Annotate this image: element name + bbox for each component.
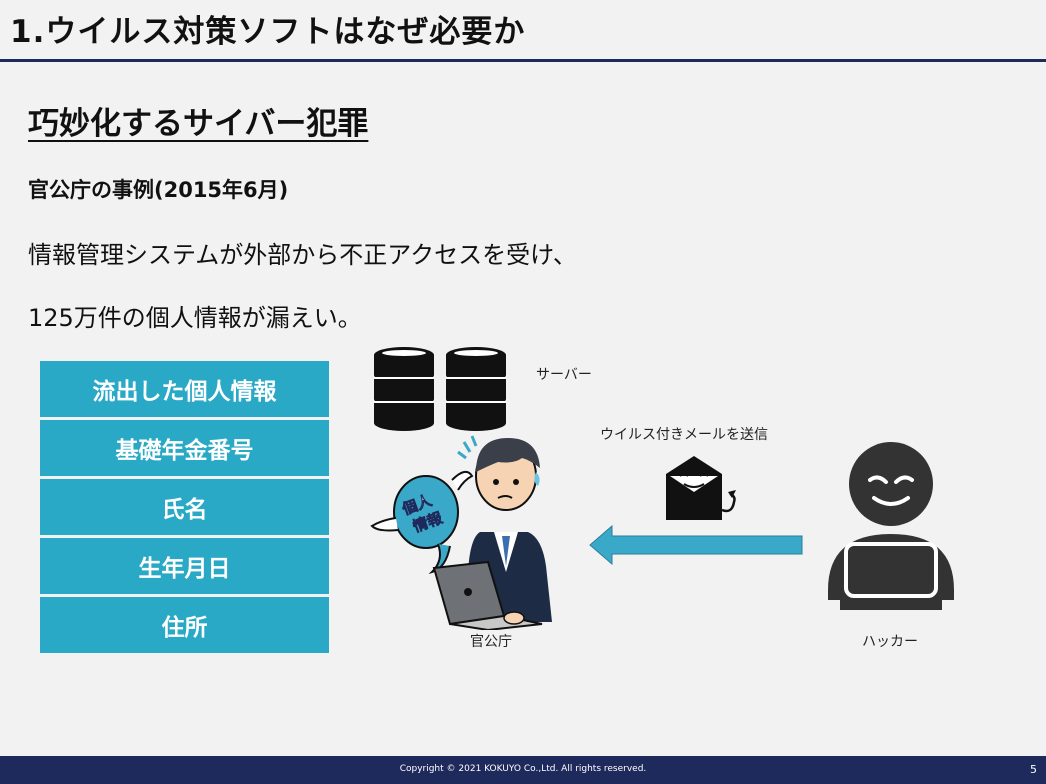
server-label: サーバー [536,367,592,383]
leaked-info-row: 生年月日 [40,538,329,594]
leaked-info-header: 流出した個人情報 [40,361,329,417]
leaked-info-row: 氏名 [40,479,329,535]
personal-info-bubble [370,470,474,575]
leaked-info-row: 住所 [40,597,329,653]
copyright-text: Copyright © 2021 KOKUYO Co.,Ltd. All rig… [399,764,647,774]
mail-label: ウイルス付きメールを送信 [600,427,768,443]
attack-arrow [589,524,803,566]
case-description-line: 125万件の個人情報が漏えい。 [28,304,362,332]
slide-header: 1.ウイルス対策ソフトはなぜ必要か [0,0,1046,62]
case-description-line: 情報管理システムが外部から不正アクセスを受け、 [28,241,577,269]
case-heading: 官公庁の事例(2015年6月) [28,178,289,202]
leaked-info-table: 流出した個人情報 基礎年金番号 氏名 生年月日 住所 [40,361,329,656]
slide-footer: Copyright © 2021 KOKUYO Co.,Ltd. All rig… [0,756,1046,784]
hacker-icon [828,442,954,610]
government-worker-icon [370,435,552,630]
leaked-info-row: 基礎年金番号 [40,420,329,476]
slide-title: 1.ウイルス対策ソフトはなぜ必要か [10,14,526,50]
bubble-text: 個人 情報 [400,491,446,537]
server-icon [374,347,506,431]
government-label: 官公庁 [470,634,512,650]
page-number: 5 [1030,763,1037,776]
virus-mail-icon [666,456,736,520]
section-subtitle: 巧妙化するサイバー犯罪 [28,106,369,142]
hacker-label: ハッカー [862,634,918,650]
